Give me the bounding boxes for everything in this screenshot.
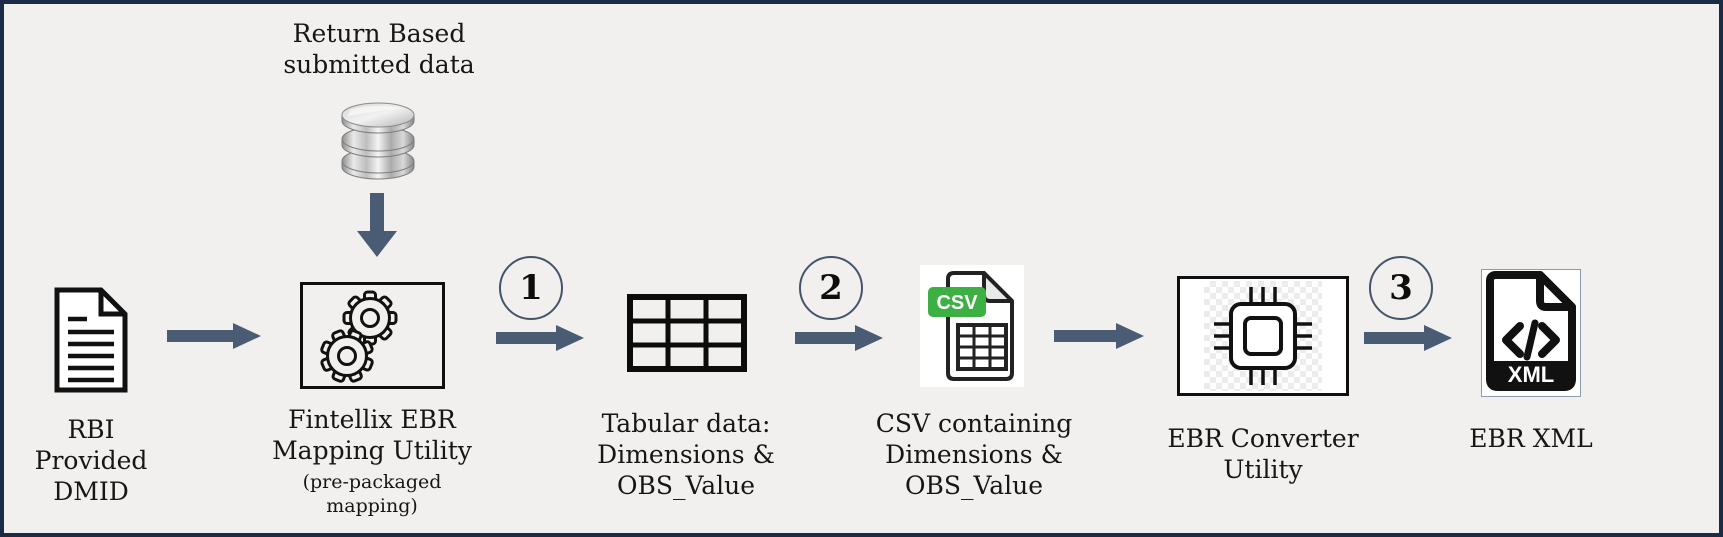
node-label-dmid: RBI Provided DMID <box>34 415 148 506</box>
converter-utility-box <box>1177 276 1349 396</box>
node-label-mapping: Fintellix EBR Mapping Utility <box>272 405 472 465</box>
right-arrow <box>795 325 883 351</box>
table-icon <box>627 294 747 372</box>
chip-icon <box>1214 287 1312 385</box>
step-circle-1: 1 <box>499 256 563 320</box>
right-arrow <box>167 323 261 349</box>
node-label-xml: EBR XML <box>1469 424 1593 453</box>
step-number-1: 1 <box>519 268 543 308</box>
step-circle-2: 2 <box>799 256 863 320</box>
right-arrow <box>1054 323 1144 349</box>
gears-icon <box>320 290 398 383</box>
source-label: Return Based submitted data <box>283 19 475 79</box>
down-arrow <box>357 193 397 257</box>
right-arrow <box>496 325 584 351</box>
mapping-utility-box <box>300 282 445 389</box>
csv-file-icon: CSV <box>920 265 1024 387</box>
node-sublabel-mapping: (pre-packaged mapping) <box>302 471 442 517</box>
step-number-2: 2 <box>819 268 843 308</box>
node-label-csv: CSV containing Dimensions & OBS_Value <box>875 409 1073 500</box>
right-arrow <box>1364 325 1452 351</box>
xml-file-icon: XML <box>1481 269 1581 397</box>
database-icon <box>341 102 415 180</box>
document-icon <box>54 287 128 393</box>
step-number-3: 3 <box>1389 268 1413 308</box>
xml-badge-text: XML <box>1508 362 1554 387</box>
node-label-tabular: Tabular data: Dimensions & OBS_Value <box>597 409 775 500</box>
node-label-converter: EBR Converter Utility <box>1167 424 1359 484</box>
step-circle-3: 3 <box>1369 256 1433 320</box>
csv-badge-text: CSV <box>936 292 978 314</box>
